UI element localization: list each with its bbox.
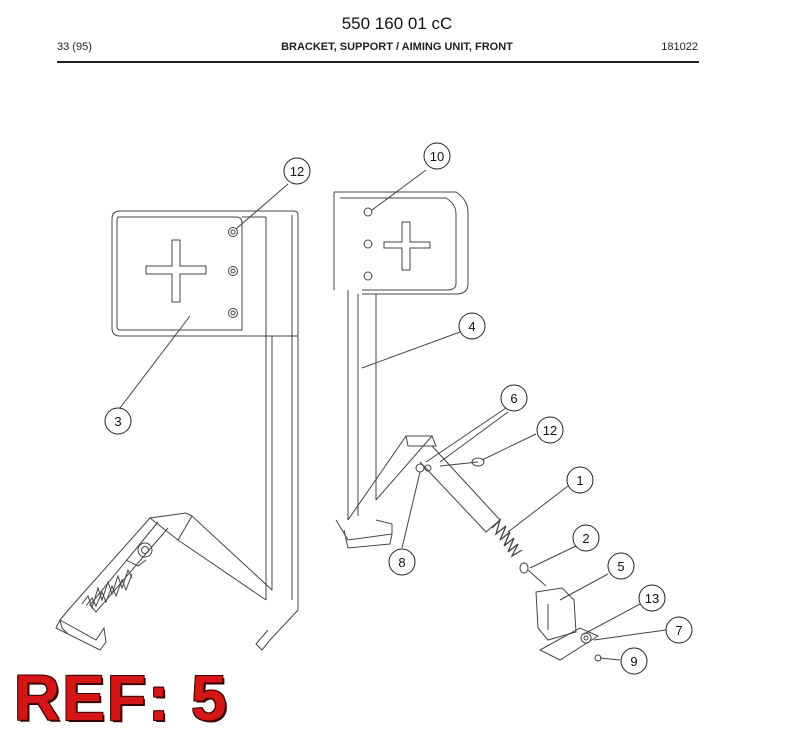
callout-8: 8	[388, 548, 416, 576]
callout-9: 9	[620, 647, 648, 675]
callout-7: 7	[665, 616, 693, 644]
svg-text:6: 6	[510, 391, 517, 406]
callout-6: 6	[500, 384, 528, 412]
callout-2: 2	[572, 524, 600, 552]
callout-4: 4	[458, 312, 486, 340]
page-number: 33 (95)	[57, 41, 92, 53]
document-number: 550 160 01 cC	[341, 14, 453, 33]
aiming-unit-small-parts	[519, 562, 602, 662]
callout-11: 12	[283, 157, 311, 185]
svg-text:3: 3	[114, 414, 121, 429]
svg-text:8: 8	[398, 555, 405, 570]
callout-5: 5	[607, 552, 635, 580]
callout-3: 3	[104, 407, 132, 435]
svg-text:10: 10	[430, 149, 444, 164]
ref-label: REF: 5	[14, 662, 229, 734]
bracket-aiming-right	[333, 191, 501, 549]
svg-text:1: 1	[576, 473, 583, 488]
callout-10: 10	[423, 142, 451, 170]
svg-text:13: 13	[645, 591, 659, 606]
header-rule	[57, 61, 699, 63]
svg-text:4: 4	[468, 319, 475, 334]
leader-lines	[119, 169, 667, 661]
svg-text:12: 12	[290, 164, 304, 179]
date-code: 181022	[661, 41, 698, 53]
svg-text:5: 5	[617, 559, 624, 574]
bracket-support-left	[55, 210, 299, 651]
spring-part	[491, 517, 523, 558]
callout-13: 13	[638, 584, 666, 612]
callout-1: 1	[566, 466, 594, 494]
callout-12: 12	[536, 416, 564, 444]
svg-text:9: 9	[630, 654, 637, 669]
svg-text:12: 12	[543, 423, 557, 438]
page-title: BRACKET, SUPPORT / AIMING UNIT, FRONT	[281, 41, 513, 53]
svg-text:2: 2	[582, 531, 589, 546]
svg-text:7: 7	[675, 623, 682, 638]
